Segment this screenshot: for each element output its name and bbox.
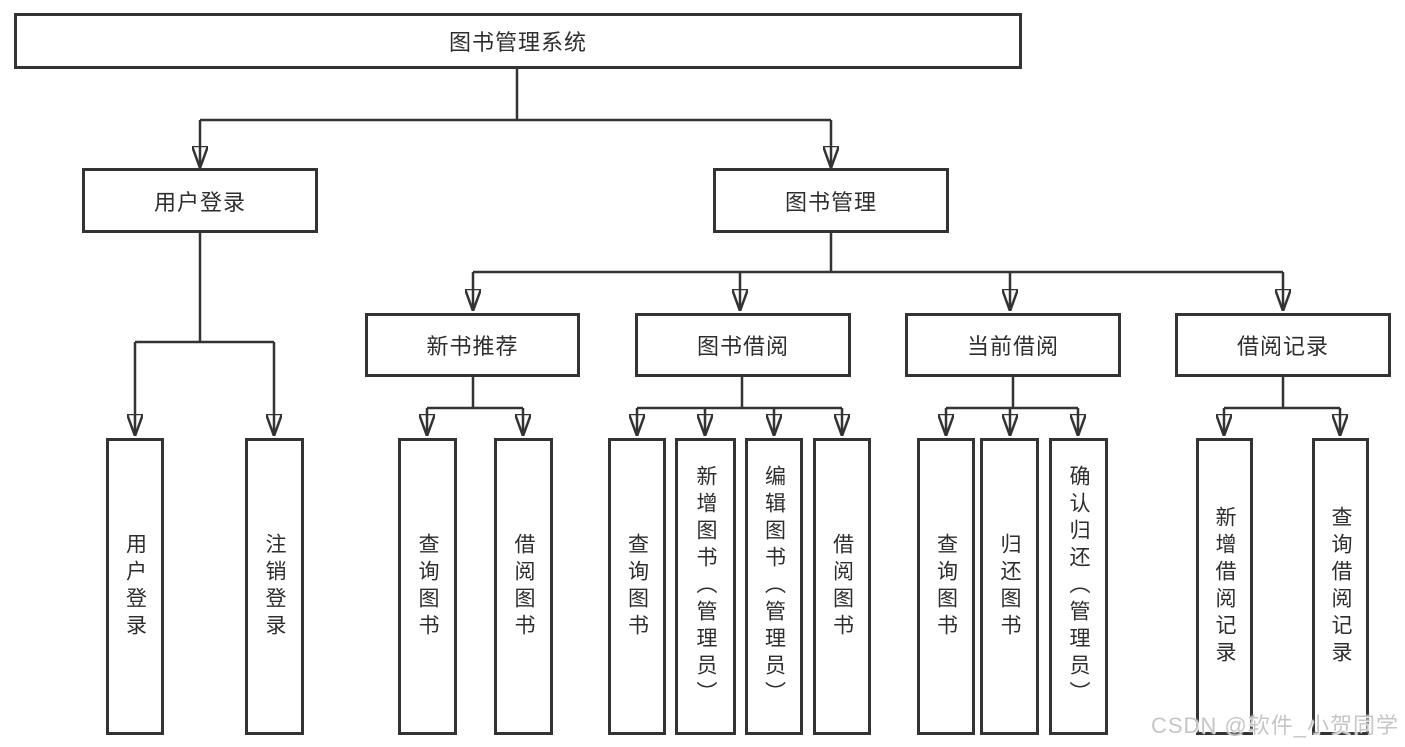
leaf-user-login: 用户登录 [106,438,164,735]
node-new-book-recommendation: 新书推荐 [365,313,580,377]
node-root-system: 图书管理系统 [14,13,1022,69]
node-current-borrowing: 当前借阅 [905,313,1121,377]
leaf-logout: 注销登录 [245,438,304,735]
node-borrow-records: 借阅记录 [1175,313,1391,377]
node-user-login: 用户登录 [82,168,318,233]
leaf-add-books-admin: 新增图书（管理员） [675,438,736,735]
leaf-query-books-current: 查询图书 [917,438,975,735]
leaf-borrow-books-recommend: 借阅图书 [494,438,553,735]
leaf-add-borrow-record: 新增借阅记录 [1196,438,1253,735]
leaf-borrow-books: 借阅图书 [813,438,871,735]
leaf-query-books-borrow: 查询图书 [608,438,666,735]
leaf-return-books: 归还图书 [980,438,1039,735]
leaf-query-borrow-record: 查询借阅记录 [1312,438,1369,735]
leaf-query-books-recommend: 查询图书 [398,438,457,735]
node-book-management: 图书管理 [713,168,949,233]
node-book-borrowing: 图书借阅 [635,313,851,377]
leaf-confirm-return-admin: 确认归还（管理员） [1049,438,1108,735]
leaf-edit-books-admin: 编辑图书（管理员） [745,438,803,735]
